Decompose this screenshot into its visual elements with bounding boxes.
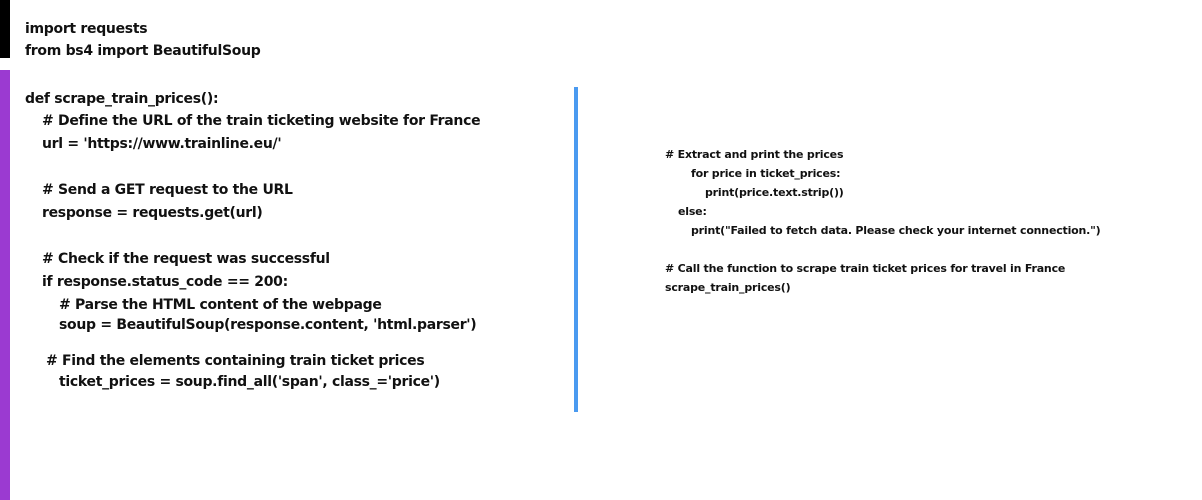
code-line: from bs4 import BeautifulSoup	[25, 43, 261, 59]
code-line: # Call the function to scrape train tick…	[665, 262, 1066, 275]
code-line: ticket_prices = soup.find_all('span', cl…	[59, 374, 440, 390]
code-line: soup = BeautifulSoup(response.content, '…	[59, 317, 477, 333]
code-line: scrape_train_prices()	[665, 281, 791, 294]
code-line: # Send a GET request to the URL	[42, 182, 293, 198]
top-accent-bar	[0, 0, 10, 58]
code-line: else:	[678, 205, 707, 218]
code-line: def scrape_train_prices():	[25, 91, 219, 107]
code-line: # Extract and print the prices	[665, 148, 844, 161]
code-line: response = requests.get(url)	[42, 205, 263, 221]
code-line: print("Failed to fetch data. Please chec…	[691, 224, 1101, 237]
code-line: import requests	[25, 21, 148, 37]
side-accent-bar	[0, 70, 10, 500]
code-line: print(price.text.strip())	[705, 186, 844, 199]
code-line: # Parse the HTML content of the webpage	[59, 297, 382, 313]
code-line: for price in ticket_prices:	[691, 167, 841, 180]
column-divider	[574, 87, 578, 412]
code-line: # Find the elements containing train tic…	[46, 353, 425, 369]
code-line: # Check if the request was successful	[42, 251, 330, 267]
code-line: # Define the URL of the train ticketing …	[42, 113, 481, 129]
code-line: if response.status_code == 200:	[42, 274, 288, 290]
code-line: url = 'https://www.trainline.eu/'	[42, 136, 282, 152]
